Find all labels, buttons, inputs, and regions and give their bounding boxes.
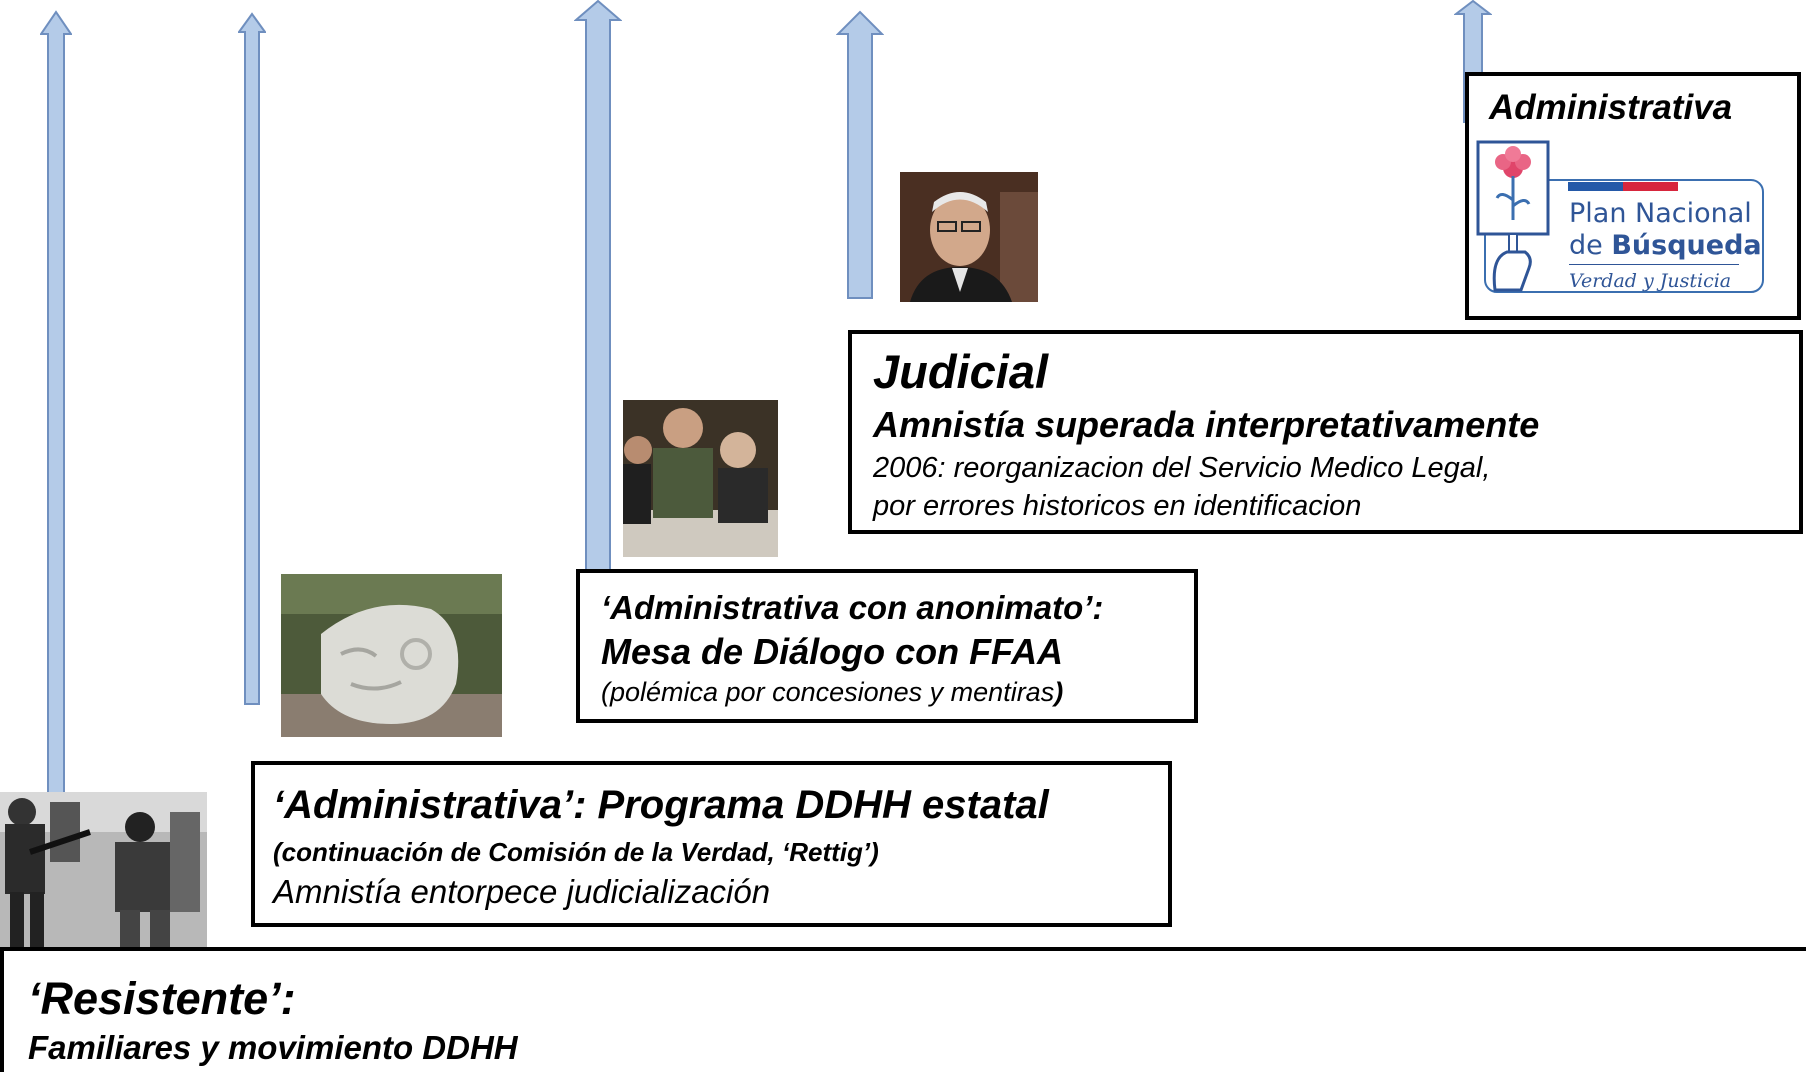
judge-portrait-photo	[900, 172, 1038, 302]
plan-title: Administrativa	[1489, 88, 1733, 127]
mesa-title: ‘Administrativa con anonimato’:	[601, 589, 1104, 626]
judicial-box: Judicial Amnistía superada interpretativ…	[848, 330, 1803, 534]
resistente-box: ‘Resistente’: Familiares y movimiento DD…	[0, 947, 1806, 1072]
logo-tagline: Verdad y Justicia	[1569, 270, 1732, 292]
programa-title: ‘Administrativa’: Programa DDHH estatal	[273, 783, 1049, 827]
stone-head-monument-photo	[281, 574, 502, 737]
programa-subtitle: (continuación de Comisión de la Verdad, …	[273, 837, 879, 867]
mesa-subtitle: Mesa de Diálogo con FFAA	[601, 631, 1064, 672]
plan-nacional-logo: Plan Nacional de Búsqueda Verdad y Justi…	[1473, 140, 1773, 300]
arrow-judicial	[836, 10, 884, 299]
logo-divider	[1569, 264, 1739, 265]
arrow-programa	[238, 12, 266, 705]
mesa-dialogo-box: ‘Administrativa con anonimato’: Mesa de …	[576, 569, 1198, 723]
plan-nacional-box: Administrativa Plan Nacional de Búsqueda	[1465, 72, 1801, 320]
arrow-resistente	[40, 10, 72, 799]
resistente-title: ‘Resistente’:	[28, 973, 296, 1024]
judicial-line1: 2006: reorganizacion del Servicio Medico…	[873, 452, 1491, 484]
programa-note: Amnistía entorpece judicialización	[273, 873, 771, 910]
carnation-hand-icon	[1476, 140, 1764, 293]
military-meeting-photo	[623, 400, 778, 557]
programa-ddhh-box: ‘Administrativa’: Programa DDHH estatal …	[251, 761, 1172, 927]
judicial-subtitle: Amnistía superada interpretativamente	[873, 404, 1540, 445]
arrow-mesa	[574, 0, 622, 574]
mesa-note-text: (polémica por concesiones y mentiras	[601, 677, 1055, 707]
logo-line2-bold: Búsqueda	[1611, 230, 1762, 261]
judicial-title: Judicial	[873, 345, 1049, 398]
mesa-note-end: )	[1054, 677, 1064, 707]
logo-line2: de Búsqueda	[1569, 230, 1762, 261]
logo-line2-prefix: de	[1569, 230, 1612, 261]
mesa-note: (polémica por concesiones y mentiras)	[601, 677, 1063, 708]
judicial-line2: por errores historicos en identificacion	[873, 490, 1362, 522]
protest-photo	[0, 792, 207, 947]
logo-line1: Plan Nacional	[1569, 198, 1752, 229]
resistente-subtitle: Familiares y movimiento DDHH	[28, 1029, 518, 1066]
